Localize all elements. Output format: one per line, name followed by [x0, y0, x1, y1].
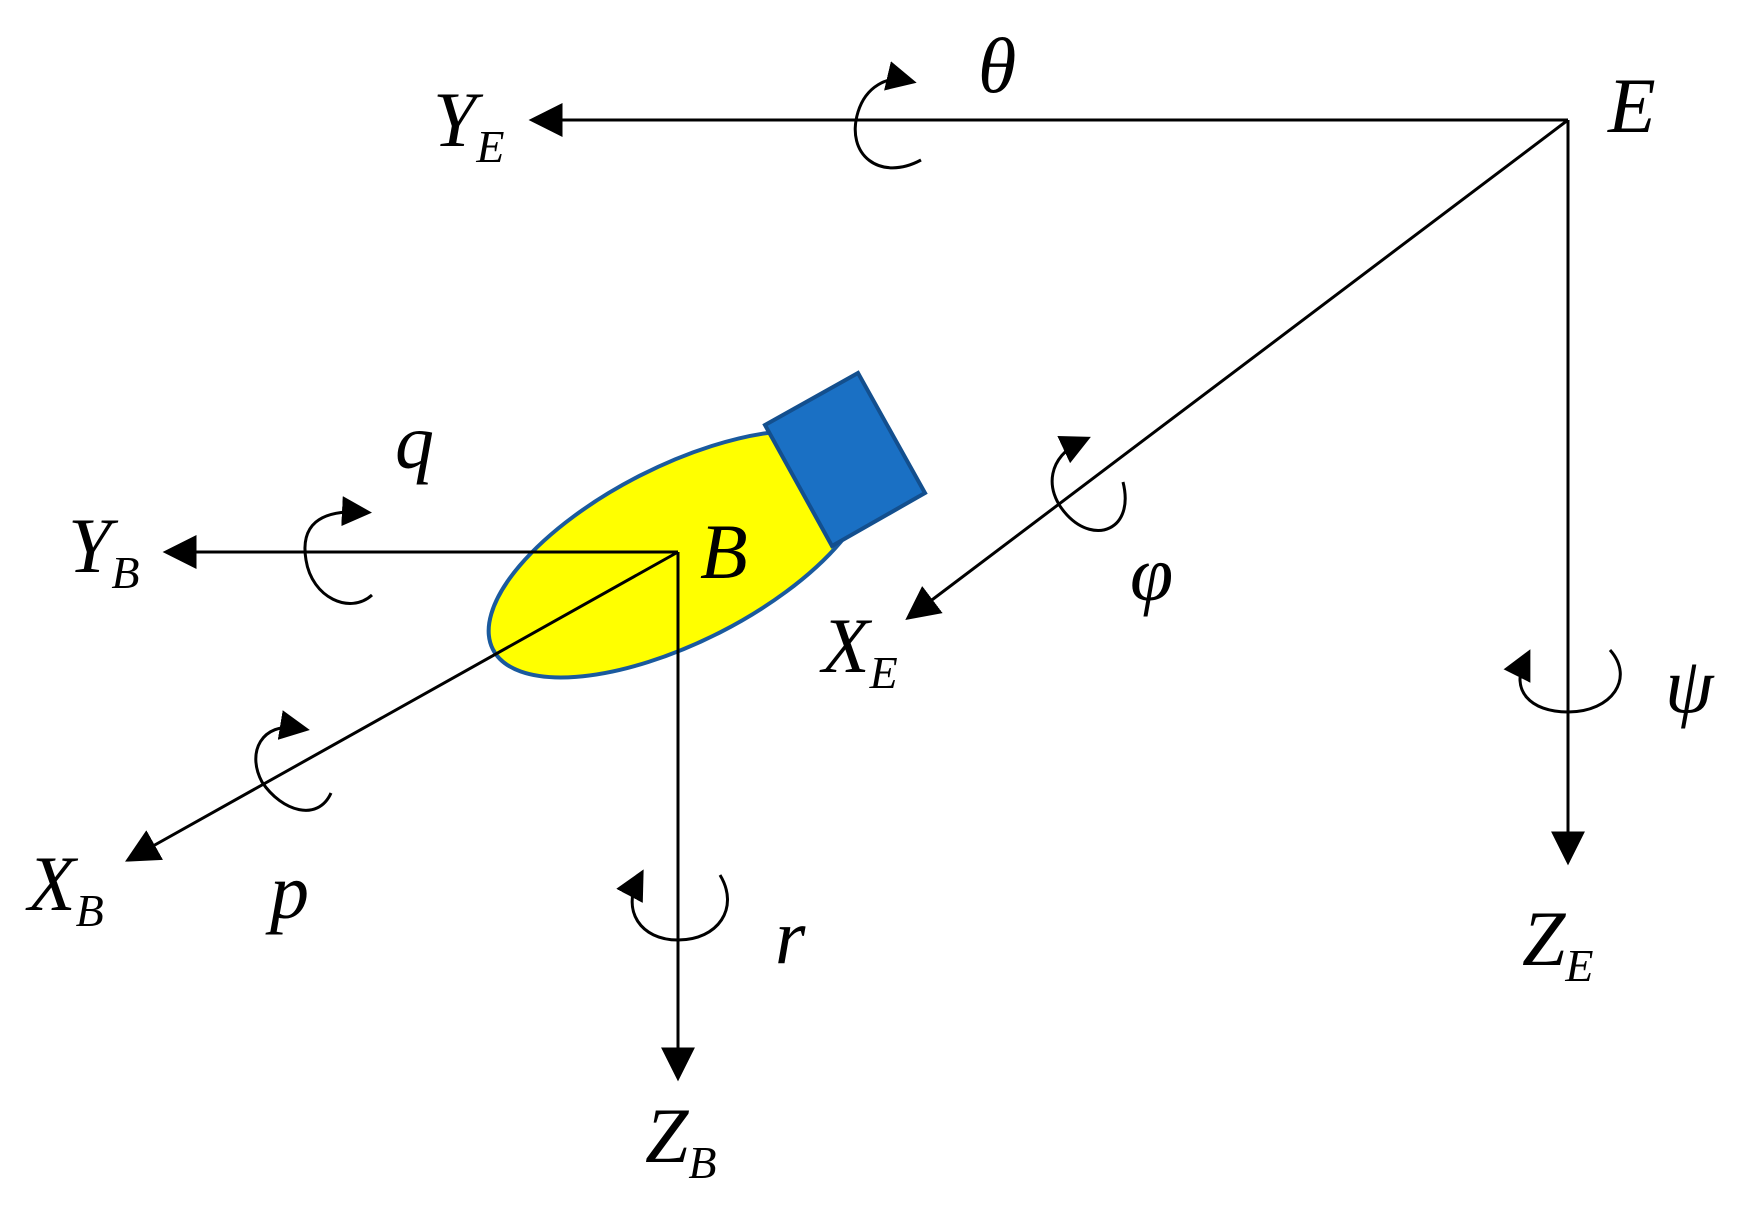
earth-z-label: ZE	[1522, 895, 1594, 991]
roll-angle-label: φ	[1130, 530, 1173, 617]
yaw-rate-label: r	[775, 893, 806, 980]
rotation-arrow-icon	[1050, 436, 1127, 532]
rotation-arrows	[254, 61, 1622, 942]
yaw-angle-label: ψ	[1665, 642, 1715, 729]
body-y-label: YB	[68, 502, 140, 598]
vehicle-body-icon	[486, 370, 928, 680]
rotation-arrow-icon	[303, 496, 374, 605]
rotation-arrow-icon	[254, 710, 333, 812]
camera-pod-icon	[762, 370, 928, 549]
body-x-axis	[125, 550, 679, 862]
body-frame	[125, 535, 695, 1082]
pitch-angle-label: θ	[978, 22, 1016, 109]
earth-y-label: YE	[433, 76, 505, 172]
earth-origin-label: E	[1607, 62, 1656, 149]
earth-frame	[528, 103, 1585, 866]
pitch-rate-label: q	[395, 398, 434, 485]
rotation-arrow-icon	[616, 869, 729, 942]
body-origin-label: B	[700, 508, 748, 595]
earth-x-label: XE	[819, 602, 898, 698]
roll-rate-label: p	[265, 848, 309, 935]
rotation-arrow-icon	[853, 61, 922, 170]
rotation-arrow-icon	[1503, 649, 1622, 714]
body-frame-labels: B YB XB ZB q p r	[25, 398, 806, 1188]
body-x-label: XB	[25, 840, 104, 936]
earth-x-axis	[905, 118, 1569, 621]
body-z-label: ZB	[645, 1092, 717, 1188]
earth-frame-labels: E YE XE ZE θ φ ψ	[433, 22, 1715, 991]
